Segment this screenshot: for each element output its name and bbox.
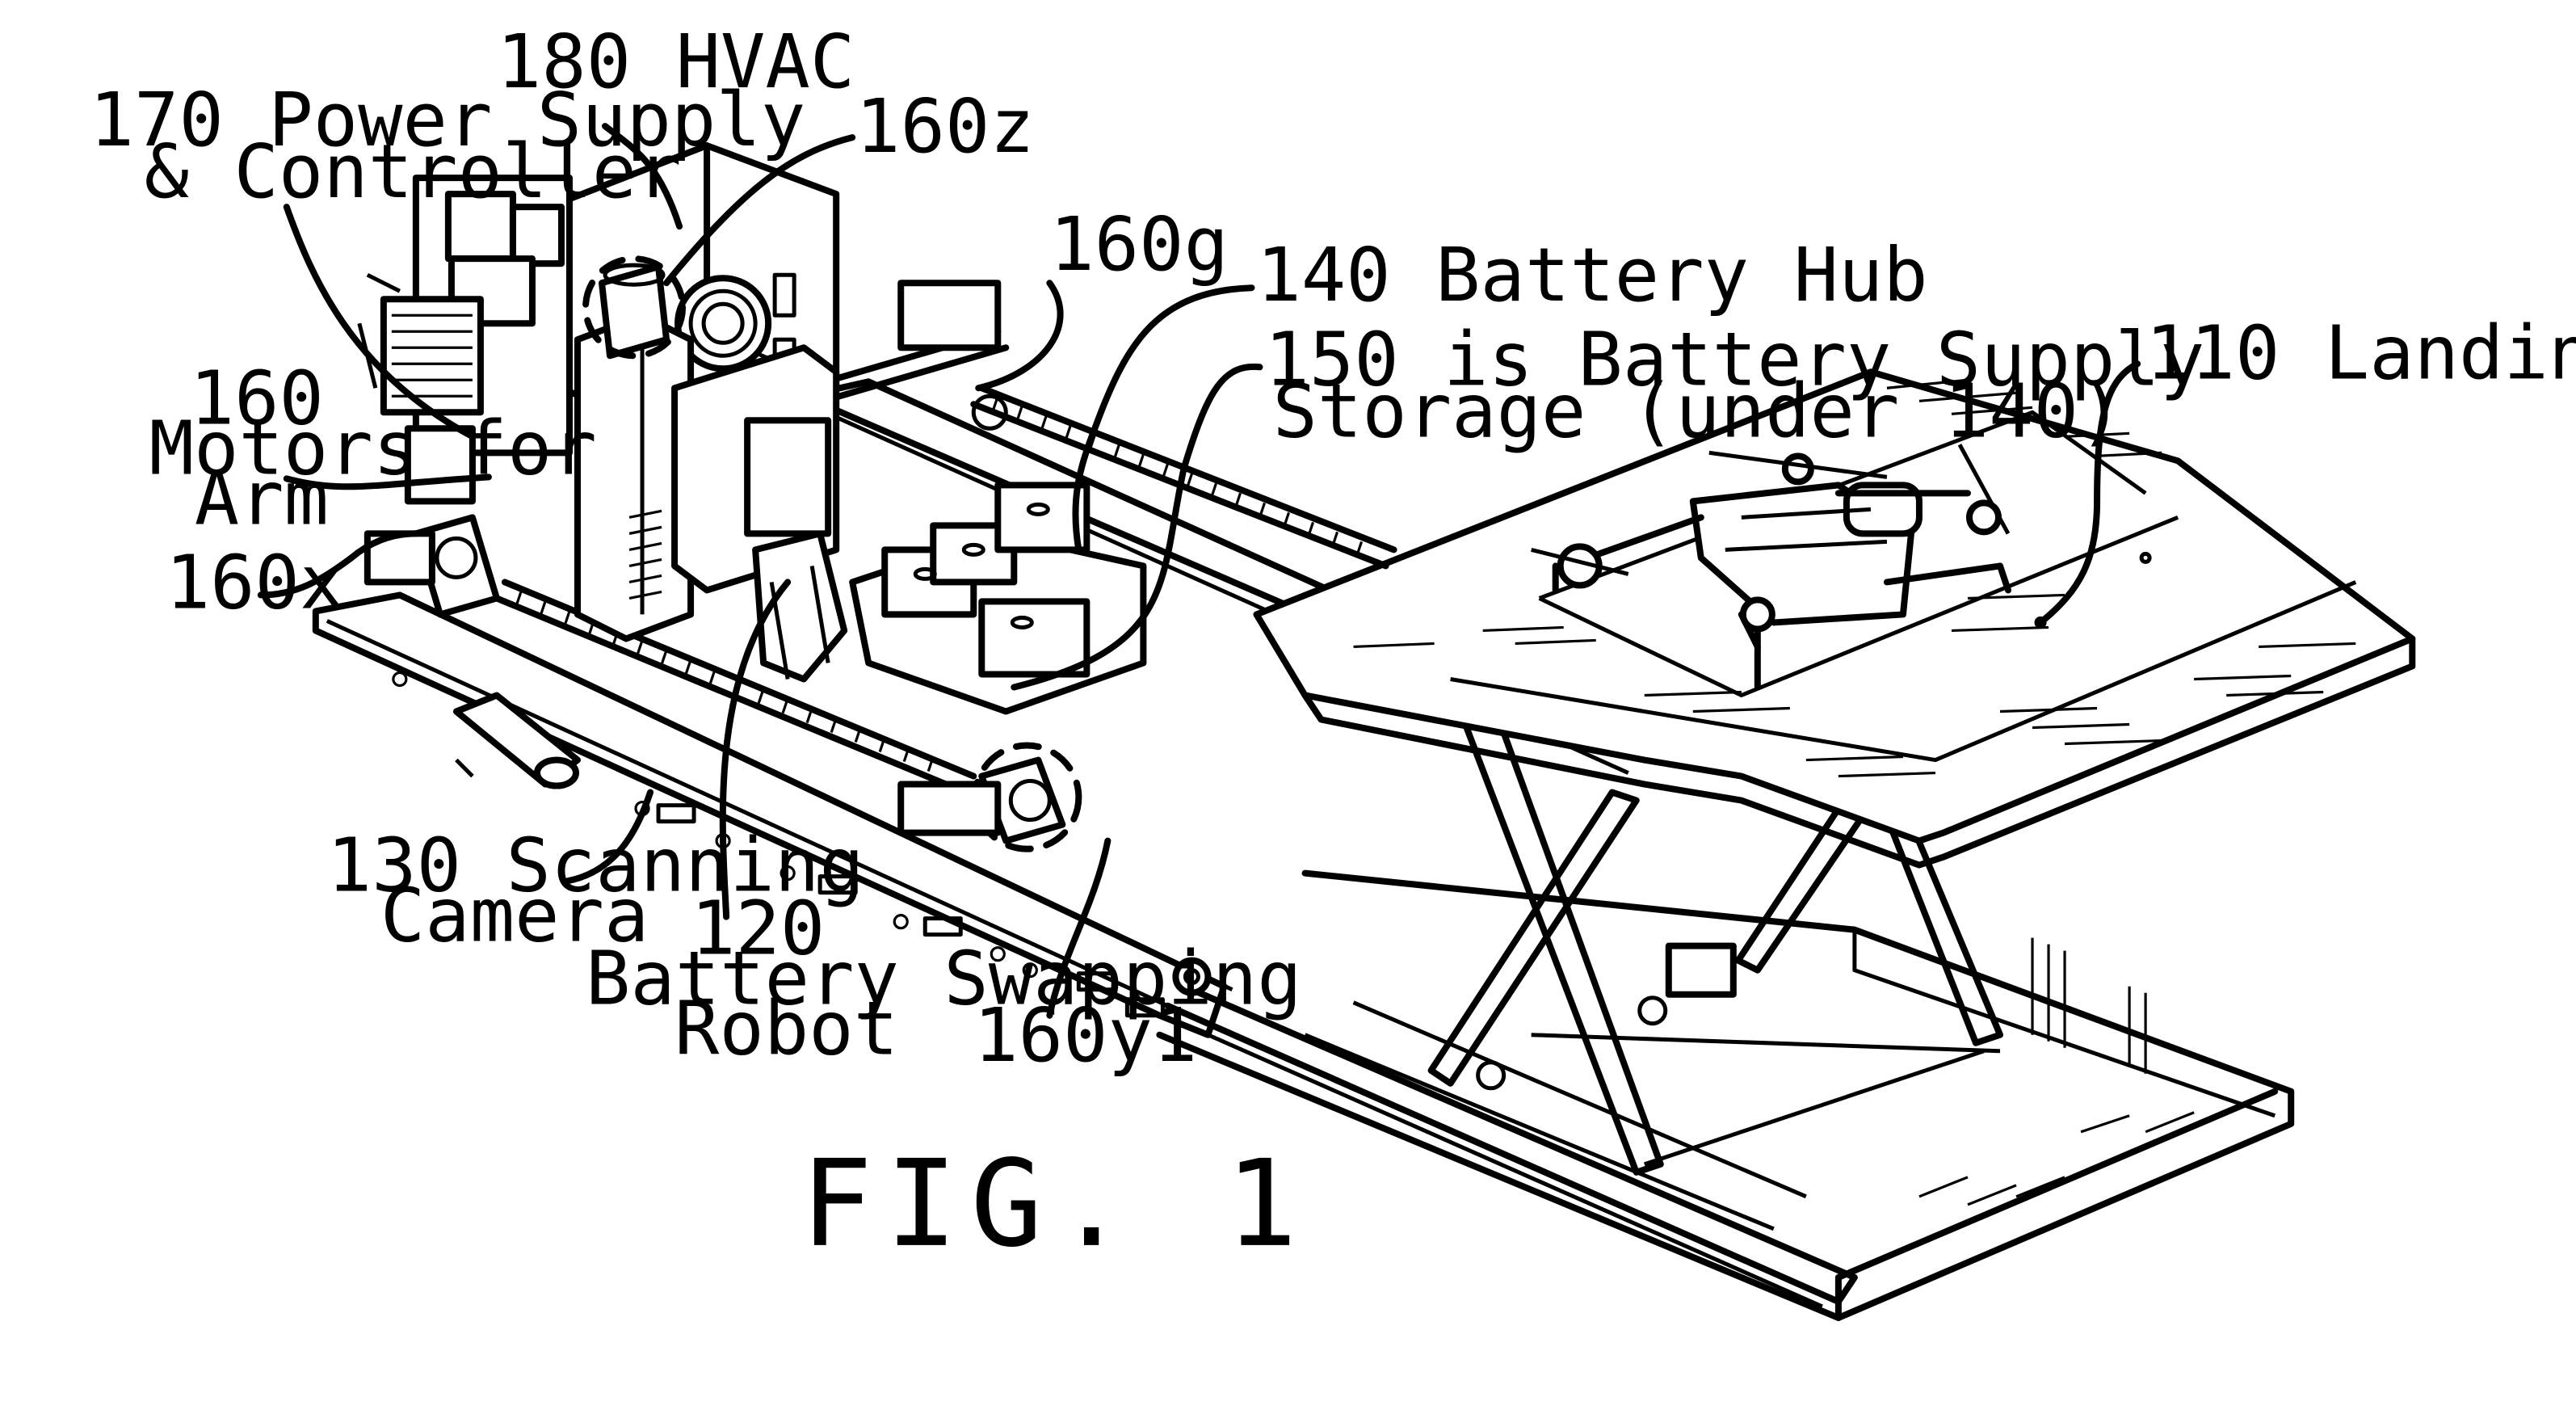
label-robot-line3: Robot	[674, 986, 898, 1072]
label-landing-pad: 110 Landing Pad	[2145, 309, 2576, 396]
label-storage-line2: Storage (under 140)	[1272, 368, 2123, 454]
scanning-camera	[452, 692, 581, 789]
label-160g: 160g	[1049, 201, 1229, 288]
label-160x: 160x	[166, 539, 345, 625]
label-motors-line3: Arm	[195, 455, 329, 541]
label-hvac: 180 HVAC	[497, 19, 855, 105]
power-supply-controller	[357, 175, 573, 505]
figure-caption: FIG. 1	[801, 1134, 1310, 1273]
label-motors-line2: Motors for	[149, 405, 597, 491]
landing-pad-hatching	[1353, 378, 2356, 778]
battery-swapping-robot	[574, 280, 1008, 683]
label-power-supply-line1: 170 Power Supply	[90, 77, 806, 163]
rail-end-fitting	[1172, 957, 1212, 996]
label-storage-line1: 150 is Battery Supply	[1264, 316, 2204, 402]
base-rail-assembly	[312, 378, 1858, 1309]
label-160y1: 160y1	[973, 992, 1197, 1079]
label-power-supply-line2: & Controller	[145, 128, 682, 215]
label-robot-line1: 120	[691, 886, 825, 972]
drone	[1531, 444, 2012, 691]
rail-mount-holes	[392, 671, 1165, 1018]
label-160z: 160z	[855, 83, 1035, 170]
motor-160y1	[897, 742, 1082, 852]
motor-160z	[582, 255, 687, 360]
label-battery-hub: 140 Battery Hub	[1256, 232, 1927, 318]
label-robot-line2: Battery Swapping	[586, 936, 1302, 1022]
battery-hub	[849, 482, 1147, 715]
label-camera-line1: 130 Scanning	[327, 823, 864, 909]
labels: 180 HVAC 170 Power Supply & Controller 1…	[90, 19, 2576, 1273]
label-motors-line1: 160	[190, 355, 324, 441]
leader-lines	[257, 123, 2141, 1019]
label-camera-line2: Camera	[380, 873, 649, 959]
